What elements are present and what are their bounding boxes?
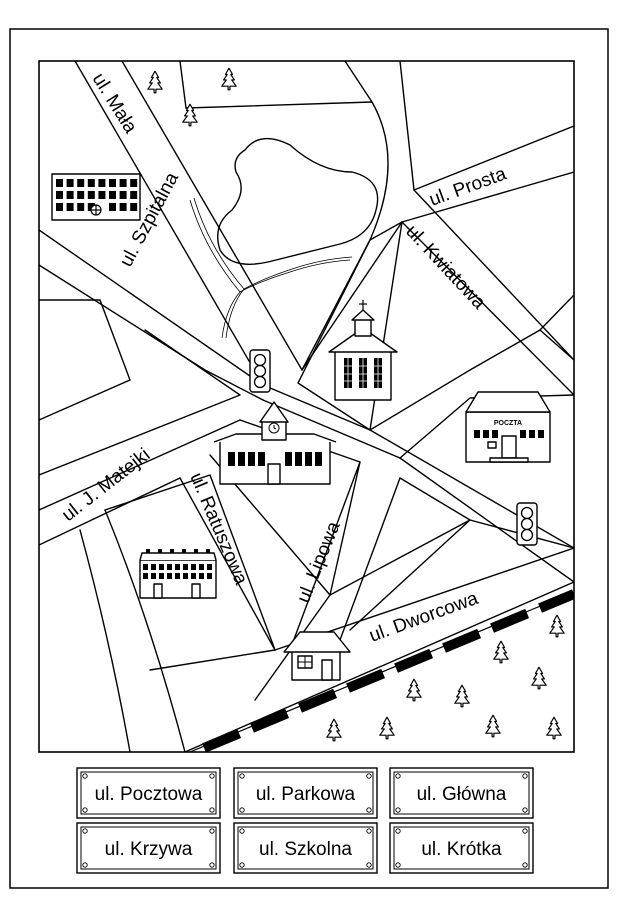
street-edge-right-wedge xyxy=(539,294,574,361)
street-name-plate-label: ul. Główna xyxy=(417,784,507,805)
screw-icon xyxy=(209,828,215,834)
tree-icon xyxy=(326,718,342,742)
street-name-plate-label: ul. Krótka xyxy=(421,839,502,860)
tree-icon xyxy=(493,640,509,664)
street-edge-kwiatowa-lower xyxy=(401,221,574,396)
street-edge-left-block1 xyxy=(39,299,131,421)
street-edge-house-block xyxy=(104,474,276,671)
street-name-plate: ul. Szkolna xyxy=(233,822,378,874)
screw-icon xyxy=(395,862,401,868)
screw-icon xyxy=(82,773,88,779)
street-edge-left-lower-road xyxy=(39,419,241,511)
screw-icon xyxy=(209,773,215,779)
park-footpaths xyxy=(189,197,353,339)
town-hall-building-icon xyxy=(213,401,337,485)
street-name-plate: ul. Pocztowa xyxy=(76,767,221,819)
street-name-plate-label: ul. Pocztowa xyxy=(95,784,203,805)
street-edge-left-block2 xyxy=(39,329,241,476)
station-building-icon xyxy=(283,631,351,681)
street-edge-kwiatowa-lower2 xyxy=(301,221,403,371)
screw-icon xyxy=(522,828,528,834)
screw-icon xyxy=(82,807,88,813)
street-name-plate: ul. Krzywa xyxy=(76,822,221,874)
screw-icon xyxy=(366,773,372,779)
tree-icon xyxy=(546,716,562,740)
street-name-plates: ul. Pocztowa ul. Parkowa ul. Główna ul. Krz… xyxy=(76,767,534,874)
tree-icon xyxy=(454,684,470,708)
street-edge-mid-right-upper xyxy=(369,329,541,431)
street-name-plate: ul. Parkowa xyxy=(233,767,378,819)
railway-track xyxy=(189,589,574,752)
screw-icon xyxy=(366,807,372,813)
street-edge-park-right xyxy=(301,61,389,371)
street-edge-lipowa-left xyxy=(289,461,361,651)
street-label-kwiatowa: ul. Kwiatowa xyxy=(401,221,489,314)
tree-icon xyxy=(531,666,547,690)
screw-icon xyxy=(239,773,245,779)
screw-icon xyxy=(522,862,528,868)
street-edge-mala-upper xyxy=(121,61,303,371)
screw-icon xyxy=(239,828,245,834)
street-name-plate: ul. Krótka xyxy=(389,822,534,874)
hospital-building-icon xyxy=(51,173,141,221)
street-name-plate-label: ul. Parkowa xyxy=(256,784,356,805)
street-edge-kwiatowa-upper xyxy=(413,189,574,361)
post-office-sign: POCZTA xyxy=(494,420,522,427)
screw-icon xyxy=(239,807,245,813)
screw-icon xyxy=(366,862,372,868)
street-edge-ratuszowa-left xyxy=(179,477,276,651)
street-edge-top-left xyxy=(179,61,187,109)
street-name-plate-label: ul. Szkolna xyxy=(259,839,352,860)
screw-icon xyxy=(395,807,401,813)
traffic-light-icon xyxy=(249,349,271,393)
street-edge-mala-lower xyxy=(74,61,264,386)
screw-icon xyxy=(366,828,372,834)
page-frame xyxy=(9,28,609,889)
screw-icon xyxy=(395,773,401,779)
street-name-plate: ul. Główna xyxy=(389,767,534,819)
tree-icon xyxy=(147,70,163,94)
street-edge-lipowa-right xyxy=(339,477,401,641)
street-edge-left-lower-road2 xyxy=(39,477,181,546)
traffic-light-icon xyxy=(516,502,538,546)
screw-icon xyxy=(522,807,528,813)
town-map: POCZTA xyxy=(38,60,575,753)
tree-icon xyxy=(485,714,501,738)
screw-icon xyxy=(239,862,245,868)
street-edge-matejki-mid xyxy=(262,399,574,583)
church-building-icon xyxy=(328,300,398,401)
street-name-plate-label: ul. Krzywa xyxy=(105,839,193,860)
map-border xyxy=(38,60,575,753)
tree-icon xyxy=(379,716,395,740)
street-edge-left-curve-inner xyxy=(104,509,186,752)
tree-icon xyxy=(549,614,565,638)
street-edge-park-top xyxy=(185,101,373,109)
screw-icon xyxy=(209,862,215,868)
street-label-prosta: ul. Prosta xyxy=(427,163,510,210)
street-edge-matejki-lower xyxy=(39,264,264,401)
street-edge-dworcowa-lower xyxy=(184,581,574,752)
screw-icon xyxy=(209,807,215,813)
street-edge-church-block xyxy=(297,221,403,431)
tree-icon xyxy=(406,678,422,702)
screw-icon xyxy=(522,773,528,779)
screw-icon xyxy=(82,828,88,834)
street-edge-left-curve-outer xyxy=(79,529,131,752)
screw-icon xyxy=(395,828,401,834)
street-labels: ul. Mała ul. Szpitalna ul. Prosta ul. Kw… xyxy=(58,70,509,647)
apartment-building-icon xyxy=(139,549,217,599)
post-office-building-icon: POCZTA xyxy=(465,391,551,463)
tree-icon xyxy=(221,67,237,91)
street-edge-matejki-upper xyxy=(39,229,574,549)
park-pond xyxy=(217,137,379,265)
screw-icon xyxy=(82,862,88,868)
